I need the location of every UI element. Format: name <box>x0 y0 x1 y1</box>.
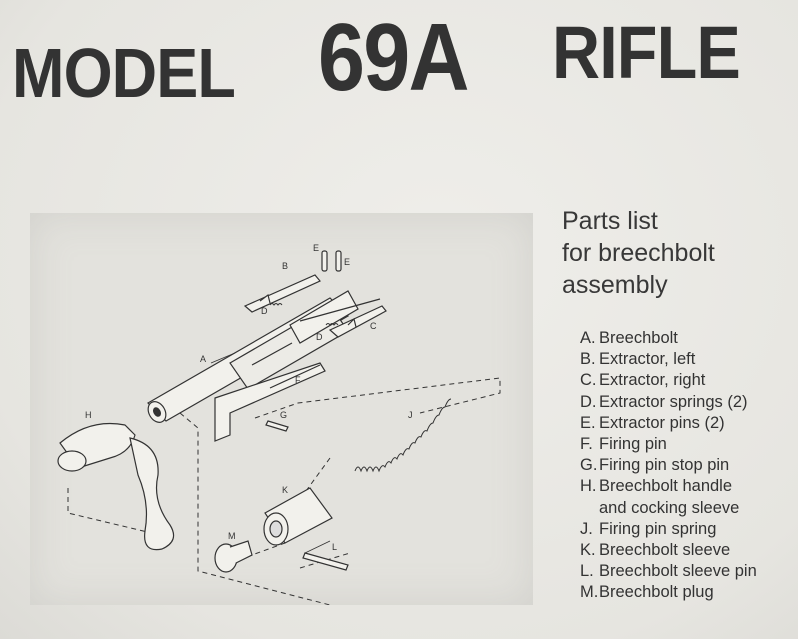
label-f: F <box>295 375 301 385</box>
part-f-firing-pin <box>214 362 326 442</box>
parts-list: A.Breechbolt B.Extractor, left C.Extract… <box>580 328 795 604</box>
label-m: M <box>228 531 236 541</box>
part-l-sleeve-pin <box>302 552 349 571</box>
part-e-extractor-pins <box>321 250 342 272</box>
label-h: H <box>85 410 92 420</box>
parts-list-heading: Parts list for breechbolt assembly <box>562 205 792 301</box>
part-b-extractor-left <box>243 274 321 313</box>
part-c-extractor-right <box>328 305 387 338</box>
list-item: G.Firing pin stop pin <box>580 456 730 475</box>
label-k: K <box>282 485 288 495</box>
list-item: L.Breechbolt sleeve pin <box>580 562 757 581</box>
title-rifle: RIFLE <box>552 11 741 94</box>
label-d2: D <box>316 332 323 342</box>
label-g: G <box>280 410 287 420</box>
list-item: C.Extractor, right <box>580 371 706 390</box>
exploded-view-diagram: B E E D D C A F G H J K L M <box>30 213 533 605</box>
heading-line-1: Parts list <box>562 207 658 235</box>
part-a-breechbolt <box>147 290 381 423</box>
heading-line-2: for breechbolt <box>562 239 715 267</box>
part-g-stop-pin <box>265 420 289 432</box>
list-item: M.Breechbolt plug <box>580 583 714 602</box>
list-item: H.Breechbolt handle <box>580 477 733 496</box>
list-item: A.Breechbolt <box>580 329 678 347</box>
part-m-breechbolt-plug <box>214 540 253 573</box>
page-title: MODEL 69A RIFLE <box>0 0 798 112</box>
heading-line-3: assembly <box>562 271 668 299</box>
label-c: C <box>370 321 377 331</box>
label-e2: E <box>344 257 350 267</box>
part-j-firing-pin-spring <box>354 398 452 473</box>
label-l: L <box>332 542 337 552</box>
breechbolt-exploded-drawing: B E E D D C A F G H J K L M <box>57 243 501 605</box>
label-b: B <box>282 261 288 271</box>
title-model-number: 69A <box>318 4 469 111</box>
label-e1: E <box>313 243 319 253</box>
part-k-breechbolt-sleeve <box>263 487 333 546</box>
label-a: A <box>200 354 206 364</box>
list-item: D.Extractor springs (2) <box>580 392 748 411</box>
list-item: E.Extractor pins (2) <box>580 413 725 432</box>
label-d1: D <box>261 306 268 316</box>
list-item: K.Breechbolt sleeve <box>580 541 731 560</box>
list-item: F.Firing pin <box>580 435 667 454</box>
part-h-handle-and-cocking-sleeve <box>57 422 175 551</box>
list-item: B.Extractor, left <box>580 350 696 369</box>
part-d-extractor-springs <box>269 303 339 326</box>
label-j: J <box>408 410 413 420</box>
list-item-continuation: and cocking sleeve <box>599 498 740 517</box>
label-leader-lines <box>210 352 331 554</box>
list-item: J.Firing pin spring <box>580 519 717 538</box>
title-model: MODEL <box>12 34 236 112</box>
